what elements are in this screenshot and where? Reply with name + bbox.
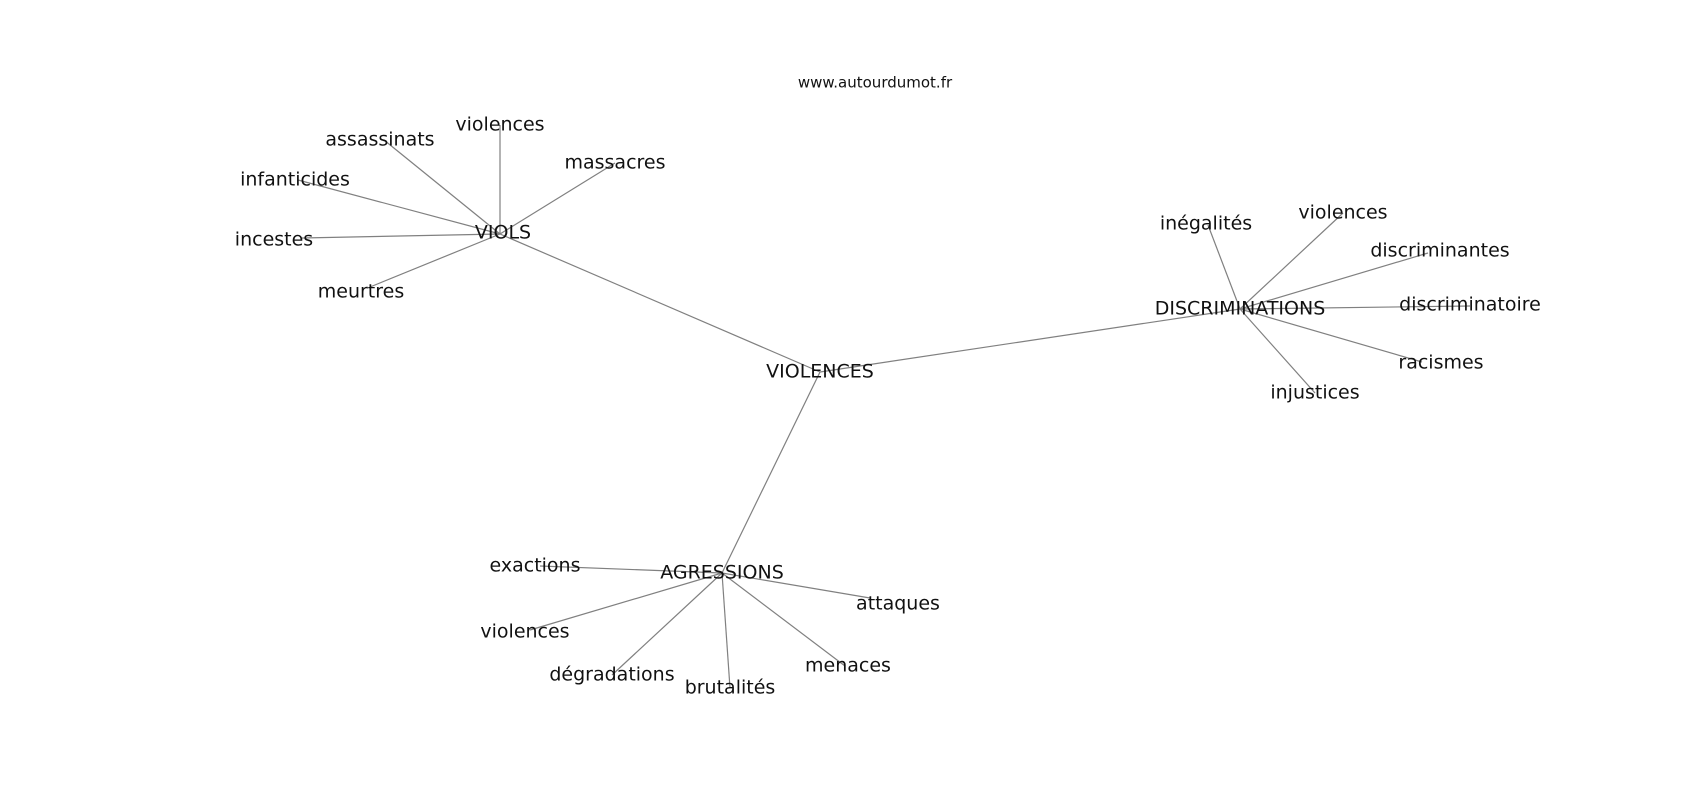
edge-discriminations-leaf bbox=[1239, 252, 1429, 310]
edge-discriminations-leaf bbox=[1239, 212, 1344, 310]
edge-layer bbox=[297, 125, 1471, 689]
edge-viols-leaf bbox=[297, 179, 501, 235]
leaf-node-label[interactable]: violences bbox=[1298, 202, 1387, 224]
leaf-node-label[interactable]: menaces bbox=[805, 655, 891, 677]
edge-discriminations-leaf bbox=[1239, 305, 1471, 310]
leaf-node-label[interactable]: exactions bbox=[490, 555, 581, 577]
site-label: www.autourdumot.fr bbox=[798, 74, 953, 92]
leaf-node-label[interactable]: violences bbox=[455, 114, 544, 136]
edge-agressions-leaf bbox=[539, 565, 723, 574]
label-layer: VIOLENCES VIOLS assassinats violences massac… bbox=[235, 114, 1541, 699]
leaf-node-label[interactable]: injustices bbox=[1270, 382, 1359, 404]
edge-viols-leaf bbox=[369, 233, 501, 288]
edge-discriminations-leaf bbox=[1239, 308, 1316, 394]
leaf-node-label[interactable]: discriminatoire bbox=[1399, 294, 1541, 316]
leaf-node-label[interactable]: inégalités bbox=[1160, 213, 1252, 235]
hub-node-label[interactable]: VIOLS bbox=[475, 222, 531, 244]
edge-discriminations-leaf bbox=[1207, 224, 1241, 310]
leaf-node-label[interactable]: infanticides bbox=[240, 169, 350, 191]
edge-center-to-viols bbox=[499, 233, 821, 373]
leaf-node-label[interactable]: meurtres bbox=[318, 281, 404, 303]
leaf-node-label[interactable]: dégradations bbox=[549, 664, 674, 686]
edge-agressions-leaf bbox=[721, 572, 871, 599]
leaf-node-label[interactable]: discriminantes bbox=[1370, 240, 1509, 262]
hub-node-label[interactable]: AGRESSIONS bbox=[660, 562, 784, 584]
edge-viols-leaf bbox=[499, 162, 616, 235]
edge-viols-leaf bbox=[383, 139, 501, 235]
edge-agressions-leaf bbox=[721, 572, 846, 667]
hub-node-label[interactable]: DISCRIMINATIONS bbox=[1155, 298, 1326, 320]
leaf-node-label[interactable]: attaques bbox=[856, 593, 940, 615]
edge-agressions-leaf bbox=[529, 572, 723, 631]
center-node-label[interactable]: VIOLENCES bbox=[766, 361, 874, 383]
edge-agressions-leaf bbox=[721, 572, 731, 689]
leaf-node-label[interactable]: violences bbox=[480, 621, 569, 643]
leaf-node-label[interactable]: racismes bbox=[1398, 352, 1483, 374]
edge-viols-leaf bbox=[301, 233, 501, 239]
edge-center-to-agressions bbox=[721, 371, 821, 574]
leaf-node-label[interactable]: massacres bbox=[564, 152, 665, 174]
leaf-node-label[interactable]: brutalités bbox=[685, 677, 776, 699]
edge-agressions-leaf bbox=[611, 572, 723, 676]
leaf-node-label[interactable]: assassinats bbox=[325, 129, 434, 151]
edge-discriminations-leaf bbox=[1239, 308, 1423, 363]
leaf-node-label[interactable]: incestes bbox=[235, 229, 313, 251]
edge-center-to-discriminations bbox=[819, 308, 1241, 373]
